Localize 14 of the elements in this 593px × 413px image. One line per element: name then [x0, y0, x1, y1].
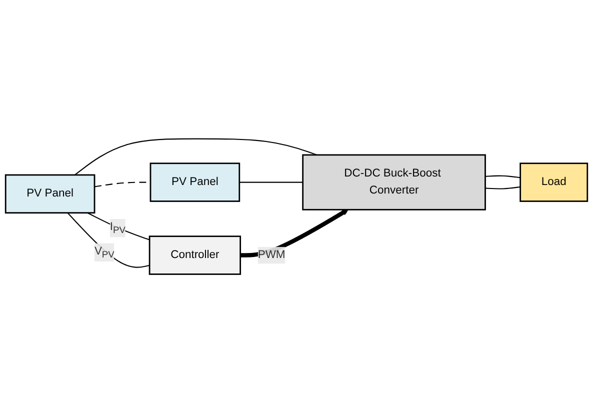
- connector: [485, 186, 520, 190]
- connector: [87, 212, 150, 240]
- edge-label: PWM: [258, 248, 286, 261]
- node-box: Controller: [148, 236, 242, 275]
- connector: [239, 182, 303, 183]
- node-box: DC-DC Buck-Boost Converter: [302, 154, 486, 210]
- connector: [74, 138, 318, 176]
- node-box: PV Panel: [150, 162, 240, 202]
- connector: [485, 175, 520, 178]
- edge-label: I$_{PV}$: [110, 221, 126, 236]
- node-box: Load: [520, 162, 588, 202]
- connector: [67, 212, 150, 268]
- edge-label: V$_{PV}$: [94, 245, 114, 260]
- node-box: PV Panel: [4, 174, 96, 214]
